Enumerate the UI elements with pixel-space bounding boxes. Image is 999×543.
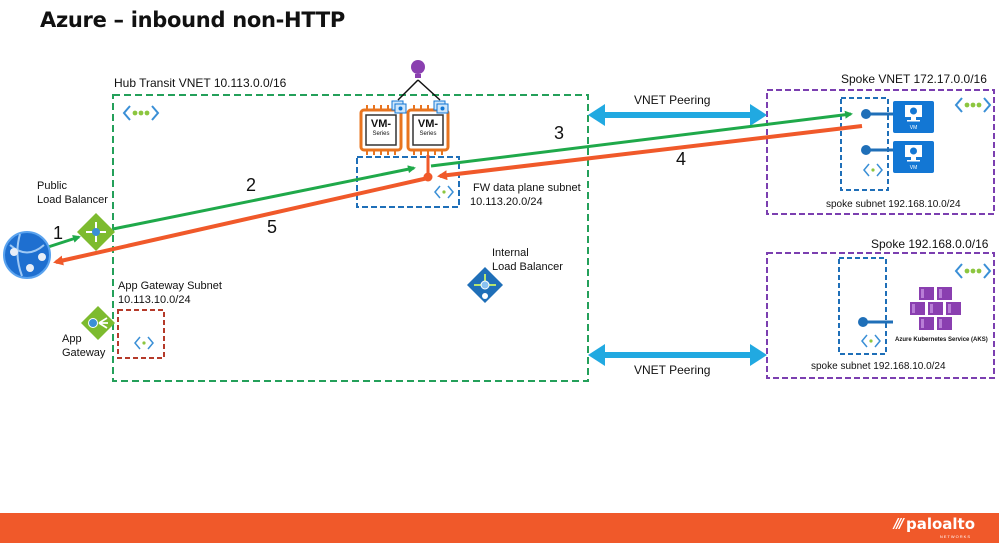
vm-series-2-text: VM- [417,118,439,130]
vm-series-1-sub: Series [372,131,390,137]
paloalto-logo-mark-icon: /// [893,517,904,532]
spoke1-subnet-box [840,97,889,191]
internal-lb-label-line1: Internal [492,247,529,259]
flow-step-5: 5 [267,217,278,237]
lightbulb-icon [397,60,441,101]
spoke2-subnet-label: spoke subnet 192.168.10.0/24 [811,361,946,372]
nic-icon-vm1 [861,109,893,119]
spoke2-vnet-label: Spoke 192.168.0.0/16 [871,237,989,251]
paloalto-logo: /// paloalto [894,516,975,533]
flow-step-4: 4 [676,149,687,169]
subnet-icon-appgw [134,336,154,350]
app-gateway-label-line1: App [62,333,82,345]
aks-label: Azure Kubernetes Service (AKS) [895,337,988,343]
vm-series-firewall-2 [406,105,450,155]
vnet-icon-hub [122,105,160,121]
public-lb-label-line1: Public [37,180,67,192]
flow-arrow-4 [437,124,863,181]
nic-icon-vm2 [861,145,893,155]
public-lb-label-line2: Load Balancer [37,194,108,206]
appgw-subnet-label: App Gateway Subnet [118,280,222,292]
peering-label-top: VNET Peering [634,93,711,107]
spoke1-vnet-box [766,89,995,215]
subnet-icon-spoke1 [863,163,883,177]
flow-arrow-5 [53,176,429,266]
hub-vnet-box [112,94,589,382]
internet-globe-icon [3,231,51,279]
vm1-label: VM [909,125,918,131]
page-title: Azure – inbound non-HTTP [40,8,345,32]
subnet-icon-fw [434,185,454,199]
flow-arrow-2 [112,165,416,231]
vm-icon-2 [893,141,934,173]
vm-series-2-sub: Series [419,131,437,137]
vnet-icon-spoke2 [954,263,992,279]
paloalto-logo-text: paloalto [905,515,975,533]
vm-icon-1 [893,101,934,133]
vnet-icon-spoke1 [954,97,992,113]
flow-step-1: 1 [53,223,64,243]
peering-arrow-bottom [588,344,767,366]
flow-arrow-1 [44,235,81,250]
vmss-badge-2 [433,100,449,114]
aks-icon [910,287,961,330]
internal-load-balancer-icon [467,267,503,303]
fw-subnet-box [356,156,460,208]
spoke1-subnet-label: spoke subnet 192.168.10.0/24 [826,199,961,210]
app-gateway-label-line2: Gateway [62,347,106,359]
vm-series-1-label: VM- Series [366,118,396,138]
peering-arrow-top [588,104,767,126]
appgw-subnet-box [117,309,165,359]
vmss-badge-1 [391,100,407,114]
vm-series-1-text: VM- [370,118,392,130]
vm2-label: VM [909,165,918,171]
flow-step-3: 3 [554,123,565,143]
spoke2-vnet-box [766,252,995,379]
fw-subnet-label: FW data plane subnet [473,182,581,194]
spoke1-vnet-label: Spoke VNET 172.17.0.0/16 [841,72,987,86]
peering-label-bottom: VNET Peering [634,363,711,377]
flow-arrow-3 [430,110,853,168]
fw-subnet-cidr: 10.113.20.0/24 [470,196,543,208]
internal-lb-label-line2: Load Balancer [492,261,563,273]
app-gateway-icon [81,306,115,340]
hub-vnet-label: Hub Transit VNET 10.113.0.0/16 [114,76,287,90]
vm-series-2-label: VM- Series [413,118,443,138]
flow-step-2: 2 [246,175,257,195]
nic-icon-aks [858,317,893,327]
public-load-balancer-icon [77,213,115,251]
subnet-icon-spoke2 [861,334,881,348]
footer-bar: /// paloalto NETWORKS [0,513,999,543]
appgw-subnet-cidr: 10.113.10.0/24 [118,294,191,306]
paloalto-logo-sub: NETWORKS [939,534,971,539]
vm-series-firewall-1 [359,105,403,155]
